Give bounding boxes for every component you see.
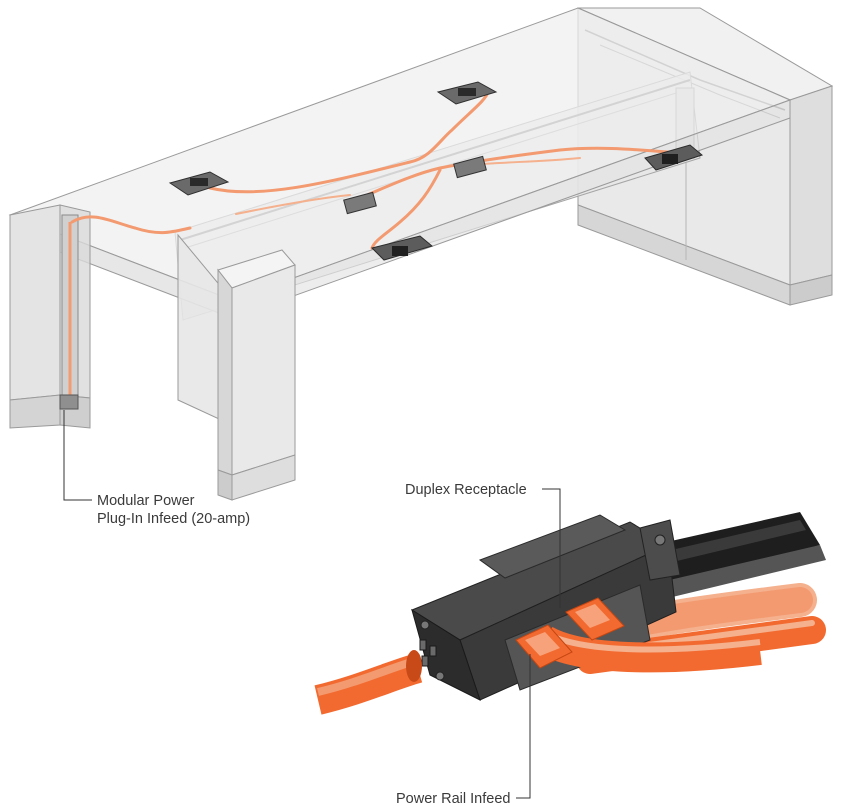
desk-power-cords <box>70 90 670 250</box>
plug-right <box>565 597 625 641</box>
left-power-channel <box>59 214 79 410</box>
plug-left <box>515 624 573 669</box>
callout-modular-power: Modular Power Plug-In Infeed (20-amp) <box>63 410 250 527</box>
callout-power-rail-infeed: Power Rail Infeed <box>396 654 531 807</box>
leader-line <box>63 410 92 501</box>
under-receptacle-front <box>371 235 434 261</box>
callout-label-line2: Plug-In Infeed (20-amp) <box>97 511 250 527</box>
leader-line <box>542 488 561 608</box>
rail-receptacle-right <box>453 155 487 179</box>
receptacle-modules <box>168 81 704 261</box>
orange-cable-front-left <box>314 650 423 715</box>
front-leg <box>217 249 296 501</box>
callout-duplex-receptacle: Duplex Receptacle <box>405 482 561 608</box>
power-rail-plugs <box>515 597 762 673</box>
rail-receptacle-center <box>343 191 377 215</box>
callout-label-line1: Modular Power <box>97 493 195 509</box>
callout-label-rail-infeed: Power Rail Infeed <box>396 791 510 807</box>
under-receptacle-back <box>644 144 704 171</box>
connector-closeup <box>314 512 826 715</box>
leader-line <box>516 654 531 799</box>
top-receptacle-right <box>436 81 498 105</box>
top-receptacle-left <box>168 171 230 196</box>
black-feed-cable <box>640 512 826 600</box>
connector-pins <box>419 639 437 667</box>
callout-label-duplex: Duplex Receptacle <box>405 482 527 498</box>
desk-illustration <box>8 7 834 501</box>
